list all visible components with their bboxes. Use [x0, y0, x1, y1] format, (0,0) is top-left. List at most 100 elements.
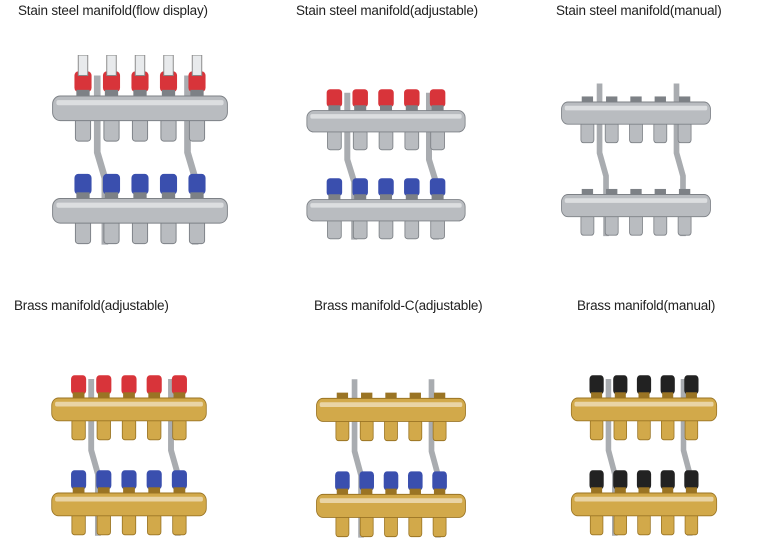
- outlet-fitting: [121, 418, 137, 441]
- outlet-fitting: [404, 218, 420, 240]
- valve-neck: [606, 188, 618, 199]
- valve-neck: [591, 392, 603, 402]
- valve-neck: [328, 105, 341, 115]
- valve-neck: [431, 105, 444, 115]
- outlet-fitting: [131, 118, 149, 142]
- valve-neck: [678, 188, 691, 199]
- valve-cap: [429, 89, 446, 108]
- valve-neck: [385, 392, 397, 403]
- valve-cap: [326, 89, 343, 108]
- manifold-bar: [51, 492, 207, 517]
- valve-cap: [171, 375, 187, 395]
- valve-neck: [361, 392, 373, 403]
- valve-cap: [335, 471, 350, 491]
- outlet-fitting: [629, 214, 643, 236]
- outlet-fitting: [147, 418, 162, 441]
- bar-highlight: [55, 401, 203, 407]
- valve-cap: [378, 178, 394, 197]
- valve-cap: [74, 71, 92, 92]
- outlet-fitting: [172, 418, 187, 441]
- manifold-bar: [570, 492, 718, 517]
- valve-neck: [606, 96, 618, 106]
- valve-neck: [379, 105, 393, 115]
- outlet-fitting: [147, 513, 162, 536]
- valve-neck: [72, 392, 85, 402]
- valve-cap: [159, 71, 178, 92]
- product-image-steel-adjustable[interactable]: [300, 75, 472, 253]
- outlet-fitting: [172, 513, 187, 536]
- manifold-drawing: [561, 83, 711, 237]
- valve-cap: [131, 173, 149, 195]
- valve-cap: [383, 471, 399, 491]
- outlet-fitting: [404, 129, 420, 151]
- manifold-bar: [306, 199, 466, 222]
- valve-cap: [188, 173, 206, 195]
- valve-neck: [614, 392, 626, 402]
- manifold-bar: [570, 397, 718, 422]
- valve-neck: [148, 392, 161, 402]
- valve-neck: [685, 392, 697, 402]
- valve-cap: [102, 71, 121, 92]
- valve-neck: [581, 188, 594, 199]
- outlet-fitting: [74, 118, 92, 142]
- valve-neck: [354, 105, 367, 115]
- manifold-bar: [52, 95, 228, 122]
- outlet-fitting: [131, 220, 149, 245]
- outlet-fitting: [188, 220, 206, 245]
- outlet-fitting: [604, 121, 619, 144]
- outlet-fitting: [352, 218, 368, 240]
- valve-cap: [684, 470, 699, 490]
- product-image-brass-manual[interactable]: [565, 360, 723, 550]
- outlet-fitting: [121, 513, 137, 536]
- valve-neck: [379, 194, 393, 204]
- outlet-fitting: [430, 129, 445, 151]
- outlet-fitting: [327, 129, 342, 151]
- bar-highlight: [574, 496, 714, 502]
- valve-neck: [638, 392, 650, 402]
- valve-cap: [660, 375, 675, 395]
- valve-neck: [361, 488, 373, 499]
- valve-neck: [72, 487, 85, 497]
- product-image-steel-manual[interactable]: [555, 65, 717, 250]
- outlet-fitting: [637, 513, 651, 536]
- valve-neck: [97, 487, 110, 497]
- outlet-fitting: [653, 214, 668, 236]
- bar-highlight: [319, 498, 463, 504]
- product-image-brass-c-adjustable[interactable]: [310, 360, 472, 552]
- valve-neck: [433, 392, 446, 403]
- valve-cap: [146, 375, 162, 395]
- product-image-steel-flow[interactable]: [45, 55, 235, 260]
- product-title: Brass manifold(manual): [577, 298, 716, 313]
- outlet-fitting: [384, 515, 398, 538]
- valve-neck: [409, 488, 421, 499]
- outlet-fitting: [74, 220, 92, 245]
- valve-cap: [684, 375, 699, 395]
- product-image-brass-adjustable[interactable]: [45, 360, 213, 550]
- valve-neck: [123, 392, 135, 402]
- outlet-fitting: [378, 129, 394, 151]
- bar-highlight: [319, 402, 463, 408]
- valve-neck: [685, 487, 697, 497]
- manifold-bar: [306, 110, 466, 133]
- valve-neck: [630, 96, 642, 106]
- outlet-fitting: [408, 515, 423, 538]
- valve-neck: [336, 392, 349, 403]
- valve-neck: [97, 392, 110, 402]
- manifold-drawing: [316, 379, 466, 538]
- outlet-fitting: [384, 419, 398, 442]
- valve-neck: [123, 487, 135, 497]
- manifold-drawing: [570, 375, 718, 536]
- product-title: Brass manifold-C(adjustable): [314, 298, 483, 313]
- valve-cap: [326, 178, 343, 197]
- valve-cap: [613, 375, 628, 395]
- flow-meter: [77, 55, 89, 77]
- manifold-bar: [51, 397, 207, 422]
- valve-neck: [662, 392, 674, 402]
- valve-neck: [581, 96, 594, 106]
- valve-cap: [636, 375, 652, 395]
- valve-neck: [409, 392, 421, 403]
- outlet-fitting: [684, 513, 699, 536]
- valve-neck: [336, 488, 349, 499]
- valve-neck: [173, 487, 186, 497]
- valve-cap: [429, 178, 446, 197]
